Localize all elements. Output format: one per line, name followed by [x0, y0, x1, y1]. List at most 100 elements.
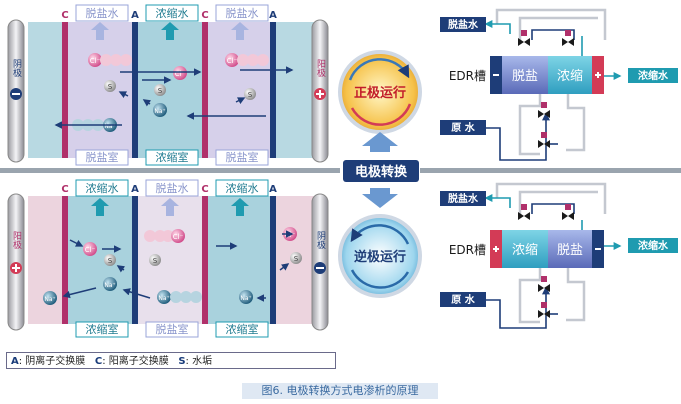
svg-text:脱盐水: 脱盐水 — [448, 192, 479, 205]
header-desalinated: 脱盐水 — [226, 6, 259, 20]
na-ion — [239, 290, 253, 304]
forward-mode-label: 正极运行 — [354, 85, 406, 101]
cl-ion — [173, 66, 187, 80]
bottom-ed-cell: C A C A 浓缩水 脱盐水 浓缩水 Cl⁻ Cl⁻ Cl⁻ S S S Na… — [7, 179, 329, 338]
header-desalinated: 脱盐水 — [86, 6, 119, 20]
membrane-a-2 — [270, 22, 276, 158]
svg-text:脱盐水: 脱盐水 — [448, 18, 479, 31]
svg-text:脱盐: 脱盐 — [557, 243, 583, 258]
up-arrow-icon — [231, 22, 249, 40]
membrane-c-2 — [202, 196, 208, 324]
cathode-label: 阴极 — [315, 231, 326, 250]
scale-ion — [290, 252, 302, 264]
down-arrow-icon — [362, 188, 398, 208]
svg-text:S: S — [248, 91, 253, 99]
scale-ion — [104, 254, 116, 266]
tank-label: EDR槽 — [449, 243, 486, 257]
feed-tag — [440, 292, 486, 307]
svg-text:浓缩水: 浓缩水 — [638, 69, 669, 82]
forward-mode-badge: 正极运行 — [338, 50, 422, 134]
tank-cell-concentrate — [548, 56, 592, 94]
up-arrow-icon — [91, 198, 109, 216]
out-concentrate-tag — [628, 68, 678, 83]
svg-text:S: S — [158, 87, 163, 95]
membrane-c-1 — [62, 196, 68, 324]
reverse-mode-label: 逆极运行 — [354, 249, 406, 265]
svg-text:浓缩: 浓缩 — [557, 68, 583, 84]
svg-text:S: S — [294, 255, 299, 263]
membrane-label: C — [201, 184, 208, 195]
legend-s-text: : 水垢 — [185, 356, 213, 367]
svg-text:Cl⁻: Cl⁻ — [227, 57, 238, 65]
svg-text:Na⁺: Na⁺ — [44, 296, 55, 303]
svg-text:Na⁺: Na⁺ — [104, 123, 115, 130]
valve-icon — [538, 110, 550, 118]
na-ion — [153, 103, 167, 117]
legend-s-key: S — [178, 356, 186, 367]
header-concentrate: 浓缩水 — [86, 182, 119, 195]
legend: A: 阴离子交换膜 C: 阳离子交换膜 S: 水垢 — [6, 352, 336, 369]
scale-ion — [149, 254, 161, 266]
legend-c-text: : 阳离子交换膜 — [102, 356, 169, 367]
svg-text:Cl⁻: Cl⁻ — [85, 246, 96, 254]
membrane-label: C — [61, 184, 68, 195]
svg-text:浓缩水: 浓缩水 — [638, 239, 669, 252]
membrane-c-1 — [62, 22, 68, 158]
cl-ion-chain: Cl⁻ — [144, 229, 185, 243]
valve-icon — [562, 212, 574, 220]
figure-caption: 图6. 电极转换方式电渗析的原理 — [242, 383, 438, 399]
out-desalinated-tag — [440, 191, 486, 206]
membrane-label: A — [269, 184, 277, 195]
svg-text:S: S — [153, 257, 158, 265]
membrane-a-2 — [270, 196, 276, 324]
header-concentrate: 浓缩水 — [156, 7, 189, 20]
chamber-desalting: 脱盐室 — [156, 322, 189, 336]
svg-text:原 水: 原 水 — [451, 293, 475, 306]
chamber-concentrating: 浓缩室 — [86, 322, 119, 336]
cl-ion — [83, 242, 97, 256]
membrane-label: A — [269, 10, 277, 21]
out-concentrate-tag — [628, 238, 678, 253]
na-ion — [43, 291, 57, 305]
svg-text:Cl⁻: Cl⁻ — [175, 70, 186, 78]
svg-text:浓缩: 浓缩 — [512, 242, 538, 258]
svg-text:S: S — [108, 83, 113, 91]
switch-label-box — [343, 160, 419, 182]
up-arrow-icon — [231, 198, 249, 216]
membrane-label: A — [131, 184, 139, 195]
valve-icon — [538, 310, 550, 318]
chamber-desalting: 脱盐室 — [226, 150, 259, 164]
svg-text:原 水: 原 水 — [451, 121, 475, 134]
reverse-mode-badge: 逆极运行 — [338, 214, 422, 298]
svg-text:Cl⁻: Cl⁻ — [90, 57, 101, 65]
chamber-desalting: 脱盐室 — [86, 150, 119, 164]
scale-ion — [104, 80, 116, 92]
chamber-concentrating: 浓缩室 — [226, 322, 259, 336]
separator-bar — [0, 168, 340, 173]
tank-label: EDR槽 — [449, 69, 486, 83]
feed-tag — [440, 120, 486, 135]
svg-text:Na⁺: Na⁺ — [154, 108, 165, 115]
na-ion-chain: Na⁺ — [157, 290, 202, 304]
svg-text:Cl⁻: Cl⁻ — [285, 231, 296, 239]
svg-text:脱盐: 脱盐 — [512, 69, 538, 84]
legend-a-key: A — [11, 356, 19, 367]
flow-diagram-top: 脱盐 浓缩 EDR槽 脱盐水 浓缩水 原 水 — [440, 8, 678, 161]
header-concentrate: 浓缩水 — [226, 182, 259, 195]
scale-ion — [154, 84, 166, 96]
separator-bar-right — [420, 168, 681, 173]
cathode-label: 阴极 — [11, 59, 22, 78]
svg-text:Cl⁻: Cl⁻ — [173, 233, 184, 241]
up-arrow-icon — [91, 22, 109, 40]
top-ed-cell: C A C A 脱盐水 浓缩水 脱盐水 Cl⁻ Cl⁻ Cl⁻ S S — [7, 4, 329, 166]
valve-icon — [538, 140, 550, 148]
svg-text:Na⁺: Na⁺ — [240, 295, 251, 302]
valve-icon — [562, 38, 574, 46]
valve-icon — [518, 38, 530, 46]
tank-cell-desalt — [502, 56, 548, 94]
membrane-label: C — [61, 10, 68, 21]
chamber-concentrating: 浓缩室 — [156, 150, 189, 164]
legend-a-text: : 阴离子交换膜 — [18, 356, 86, 367]
legend-c-key: C — [94, 356, 103, 367]
